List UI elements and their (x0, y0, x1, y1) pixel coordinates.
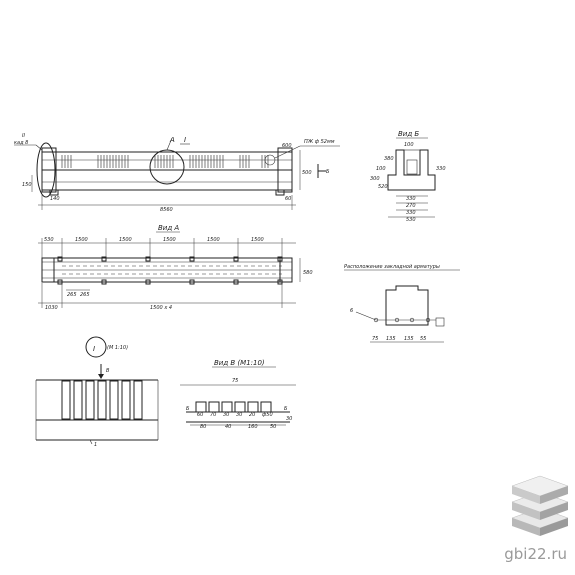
top-seg-1: 1500 (75, 237, 88, 243)
view-b-dim-4: 330 (436, 166, 446, 172)
detail-one-scale: (М 1:10) (107, 345, 128, 351)
top-seg-5: 1500 (251, 237, 264, 243)
view-b-dim-0: 380 (384, 156, 394, 162)
detail-ref-one: I (184, 136, 186, 144)
top-seg-4: 1500 (207, 237, 220, 243)
detail-one: I (М 1:10) В 1 (35, 336, 159, 448)
hatch-group-center (154, 155, 174, 168)
view-v-dim-10: 50 (270, 424, 276, 430)
detail-one-label: I (93, 345, 95, 353)
view-b-top-dim: 100 (404, 142, 414, 148)
view-v-dim-6: ф50 (262, 412, 273, 418)
view-b: Вид Б 100 380 100 300 520 330 330 270 33… (370, 130, 446, 223)
view-v-label-b-left: Б (186, 406, 190, 412)
hatch-group-left (61, 155, 129, 168)
view-b-arrow: Б (326, 169, 330, 175)
view-v-dim-3: 30 (223, 412, 229, 418)
detail-one-label-1: 1 (94, 442, 97, 448)
view-b-dim-3: 520 (378, 184, 388, 190)
view-b-width-0: 330 (406, 196, 416, 202)
view-a-height: 580 (303, 270, 313, 276)
rebar-dim-2: 135 (404, 336, 414, 342)
rebar-dim-1: 135 (386, 336, 396, 342)
dim-right-offset: 60 (285, 196, 291, 202)
view-a-title: Вид А (158, 224, 179, 232)
arrow-v-label: В (106, 368, 110, 374)
hatch-group-right (189, 155, 269, 168)
view-v: Вид В (М1:10) 75 Б Б 60 70 30 30 20 ф50 … (180, 359, 296, 430)
main-elevation: А I II кад 8 ПЖ ф 52мм 600 Б 8560 140 60… (14, 133, 340, 213)
view-v-dim-8: 40 (225, 424, 231, 430)
rebar-title: Расположение закладной арматуры (344, 264, 440, 270)
view-b-dim-1: 100 (376, 166, 386, 172)
rebar-section (385, 285, 429, 326)
rebar-layout: Расположение закладной арматуры 6 75 135… (344, 264, 460, 343)
detail-marker-left-bot: кад 8 (14, 140, 28, 146)
watermark-text[interactable]: gbi22.ru (504, 545, 567, 563)
top-seg-2: 1500 (119, 237, 132, 243)
detail-marker-left-top: II (22, 133, 25, 139)
dim-left-offset: 140 (50, 196, 60, 202)
view-v-dim-9: 160 (248, 424, 258, 430)
detail-oval-left (36, 142, 56, 198)
detail-one-circle (85, 336, 107, 358)
view-v-title: Вид В (М1:10) (214, 359, 265, 367)
view-v-teeth (195, 401, 272, 412)
detail-ref-a: А (169, 136, 175, 144)
view-v-dim-4: 30 (236, 412, 242, 418)
view-b-width-3: 530 (406, 217, 416, 223)
view-v-dim-7: 80 (200, 424, 206, 430)
view-b-title: Вид Б (398, 130, 419, 138)
top-seg-0: 530 (44, 237, 54, 243)
bottom-sub-a: 265 (67, 292, 77, 298)
view-v-label-b-right: Б (284, 406, 288, 412)
rebar-label-6: 6 (350, 308, 353, 314)
dim-total-length: 8560 (160, 207, 173, 213)
view-v-dim-2: 70 (210, 412, 216, 418)
rebar-dim-3: 55 (420, 336, 426, 342)
dim-right-height: 500 (302, 170, 312, 176)
view-b-width-2: 330 (406, 210, 416, 216)
section-profile (387, 149, 436, 191)
view-b-dim-2: 300 (370, 176, 380, 182)
view-b-width-1: 270 (406, 203, 416, 209)
site-logo (511, 475, 569, 536)
dim-left-height: 150 (22, 182, 32, 188)
view-v-dim-5: 20 (249, 412, 255, 418)
top-seg-3: 1500 (163, 237, 176, 243)
view-v-dim-0: 75 (232, 378, 238, 384)
view-a: Вид А 530 1500 1500 1500 1500 1500 (38, 224, 313, 311)
rod-note: ПЖ ф 52мм (304, 139, 335, 145)
right-height-top: 600 (282, 143, 292, 149)
view-v-dim-11: 30 (286, 416, 292, 422)
bottom-left-dim: 1030 (45, 305, 58, 311)
bottom-sub-b: 265 (80, 292, 90, 298)
view-v-dim-1: 60 (197, 412, 203, 418)
rebar-dim-0: 75 (372, 336, 378, 342)
bottom-center-dim: 1500 х 4 (150, 305, 172, 311)
